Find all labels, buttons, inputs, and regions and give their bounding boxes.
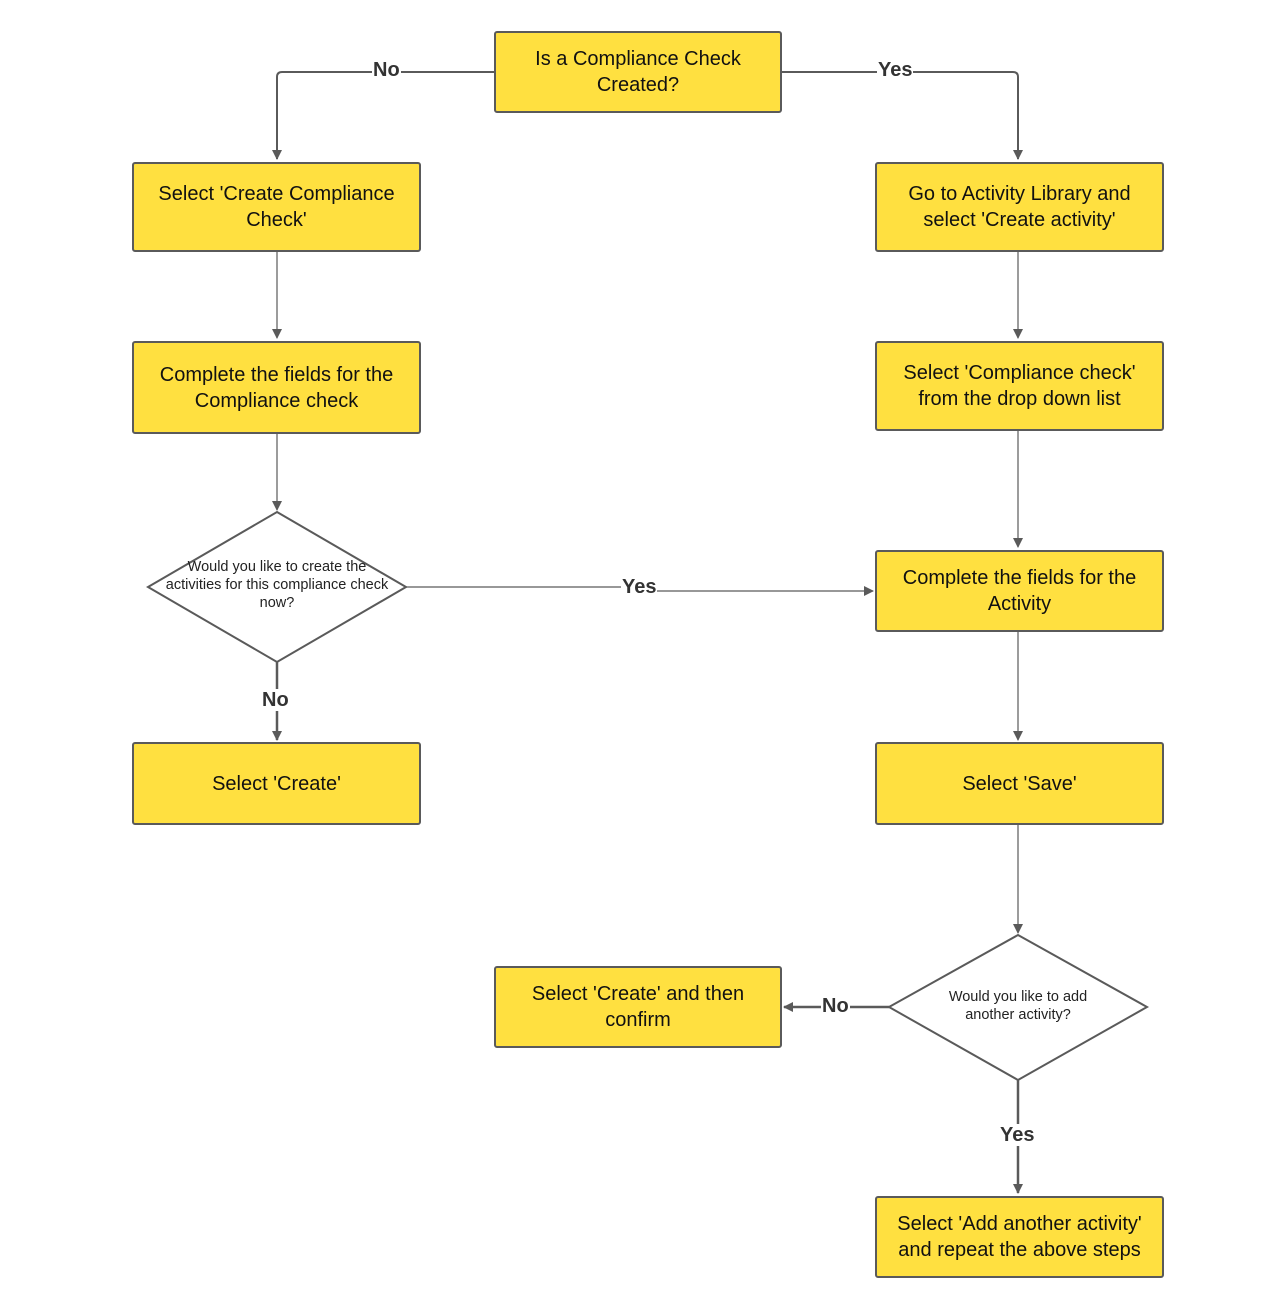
add-another-decision-text: Would you like to add another activity?: [948, 989, 1088, 1023]
label-another-yes: Yes: [999, 1124, 1036, 1146]
select-save-box: Select 'Save': [875, 742, 1164, 825]
complete-activity-fields-box: Complete the fields for the Activity: [875, 550, 1164, 632]
label-another-no: No: [821, 995, 850, 1017]
select-create-box: Select 'Create': [132, 742, 421, 825]
activity-library-box: Go to Activity Library and select 'Creat…: [875, 162, 1164, 252]
create-activities-decision-text: Would you like to create the activities …: [165, 559, 389, 611]
create-and-confirm-box: Select 'Create' and then confirm: [494, 966, 782, 1048]
select-type-box: Select 'Compliance check' from the drop …: [875, 341, 1164, 431]
edge-start-yes: [782, 71, 1023, 160]
complete-check-fields-box: Complete the fields for the Compliance c…: [132, 341, 421, 434]
label-start-no: No: [372, 59, 401, 81]
label-start-yes: Yes: [877, 59, 914, 81]
label-activities-yes: Yes: [621, 576, 658, 598]
create-compliance-check-box: Select 'Create Compliance Check': [132, 162, 421, 252]
start-decision-box: Is a Compliance Check Created?: [494, 31, 782, 113]
label-activities-no: No: [261, 689, 290, 711]
add-another-activity-box: Select 'Add another activity' and repeat…: [875, 1196, 1164, 1278]
edge-start-no: [272, 71, 494, 160]
